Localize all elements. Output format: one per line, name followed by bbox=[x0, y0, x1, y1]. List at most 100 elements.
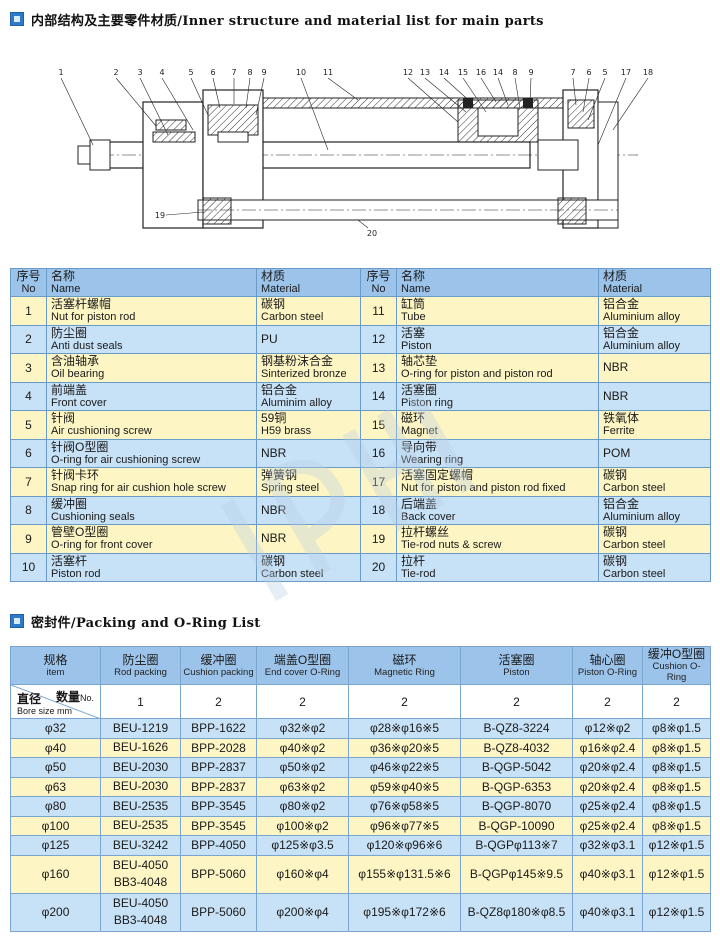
square-bullet-icon bbox=[10, 614, 24, 628]
part-material-en: Sinterized bronze bbox=[261, 368, 347, 381]
piston-oring: φ20※φ2.4 bbox=[572, 776, 643, 797]
part-name-cn: 活塞杆 bbox=[51, 553, 88, 568]
cushion-oring: φ8※φ1.5 bbox=[642, 815, 711, 836]
column-header-cn: 端盖O型圈 bbox=[273, 652, 332, 667]
callout-3: 3 bbox=[137, 68, 142, 77]
part-name-en: Air cushioning screw bbox=[51, 425, 152, 438]
quantity-label: 数量No. bbox=[55, 690, 94, 704]
part-name-en: Piston rod bbox=[51, 567, 101, 580]
part-material-en: Ferrite bbox=[603, 425, 635, 438]
part-material-cn: NBR bbox=[261, 445, 287, 460]
part-name-en: O-ring for piston and piston rod bbox=[401, 368, 553, 381]
part-number: 17 bbox=[360, 467, 397, 497]
part-number: 9 bbox=[10, 524, 47, 554]
cushion-oring: φ8※φ1.5 bbox=[642, 757, 711, 778]
part-material-cn: 铝合金 bbox=[603, 496, 640, 511]
part-name-en: O-ring for front cover bbox=[51, 539, 153, 552]
magnetic-ring: φ96※φ77※5 bbox=[348, 815, 461, 836]
bore-size: φ32 bbox=[10, 718, 101, 739]
part-material-en: Carbon steel bbox=[261, 311, 324, 324]
section-title: 密封件/Packing and O-Ring List bbox=[31, 615, 261, 631]
part-number: 4 bbox=[10, 381, 47, 411]
rod-packing-code: BB3-4048 bbox=[113, 875, 168, 889]
column-header-cn: 防尘圈 bbox=[122, 652, 159, 667]
end-cover-oring: φ125※φ3.5 bbox=[256, 835, 349, 856]
cushion-oring: φ12※φ1.5 bbox=[642, 892, 711, 932]
rod-packing-code: BEU-2030 bbox=[112, 779, 169, 794]
callout-6b: 6 bbox=[586, 68, 591, 77]
magnetic-ring: φ46※φ22※5 bbox=[348, 757, 461, 778]
part-number: 20 bbox=[360, 552, 397, 582]
rod-packing-code: BEU-2535 bbox=[112, 818, 169, 833]
magnetic-ring: φ155※φ131.5※6 bbox=[348, 854, 461, 894]
rod-packing: BEU-2535 bbox=[100, 796, 181, 817]
part-name-cn: 活塞圈 bbox=[401, 382, 438, 397]
bore-size: φ50 bbox=[10, 757, 101, 778]
part-material-cn: 钢基粉沫合金 bbox=[261, 354, 334, 369]
piston-oring: φ25※φ2.4 bbox=[572, 796, 643, 817]
quantity-value: 1 bbox=[100, 684, 181, 719]
part-name-en: Oil bearing bbox=[51, 368, 105, 381]
part-material-cn: NBR bbox=[261, 531, 287, 546]
part-name-cn: 针阀O型圈 bbox=[51, 439, 109, 454]
magnetic-ring: φ36※φ20※5 bbox=[348, 737, 461, 758]
part-name-en: Nut for piston and piston rod fixed bbox=[401, 482, 566, 495]
callout-11: 11 bbox=[323, 68, 333, 77]
column-header-cn: 缓冲O型圈 bbox=[647, 647, 706, 661]
part-material: NBR bbox=[598, 381, 711, 411]
end-cover-oring: φ80※φ2 bbox=[256, 796, 349, 817]
part-name-en: Snap ring for air cushion hole screw bbox=[51, 482, 226, 495]
cushion-oring: φ8※φ1.5 bbox=[642, 737, 711, 758]
part-number: 7 bbox=[10, 467, 47, 497]
part-name-en: Piston ring bbox=[401, 396, 453, 409]
part-number: 15 bbox=[360, 410, 397, 440]
cushion-packing: BPP-5060 bbox=[180, 854, 257, 894]
callout-13: 13 bbox=[420, 68, 430, 77]
part-number: 1 bbox=[10, 296, 47, 326]
column-header-cn: 磁环 bbox=[392, 652, 417, 667]
part-name-cn: 管壁O型圈 bbox=[51, 525, 109, 540]
magnetic-ring: φ76※φ58※5 bbox=[348, 796, 461, 817]
section-title: 内部结构及主要零件材质/Inner structure and material… bbox=[31, 13, 544, 29]
part-name-cn: 活塞杆螺帽 bbox=[51, 297, 112, 312]
piston-seal: B-QGPφ113※7 bbox=[460, 835, 573, 856]
part-material-cn: NBR bbox=[603, 360, 629, 375]
part-material-en: Carbon steel bbox=[603, 482, 666, 495]
part-number: 8 bbox=[10, 495, 47, 525]
callout-6: 6 bbox=[210, 68, 215, 77]
rod-packing-code: BEU-4050 bbox=[112, 858, 169, 872]
callout-9b: 9 bbox=[528, 68, 533, 77]
piston-seal: B-QGPφ145※9.5 bbox=[460, 854, 573, 894]
cushion-packing: BPP-5060 bbox=[180, 892, 257, 932]
callout-15: 15 bbox=[458, 68, 468, 77]
part-number: 14 bbox=[360, 381, 397, 411]
